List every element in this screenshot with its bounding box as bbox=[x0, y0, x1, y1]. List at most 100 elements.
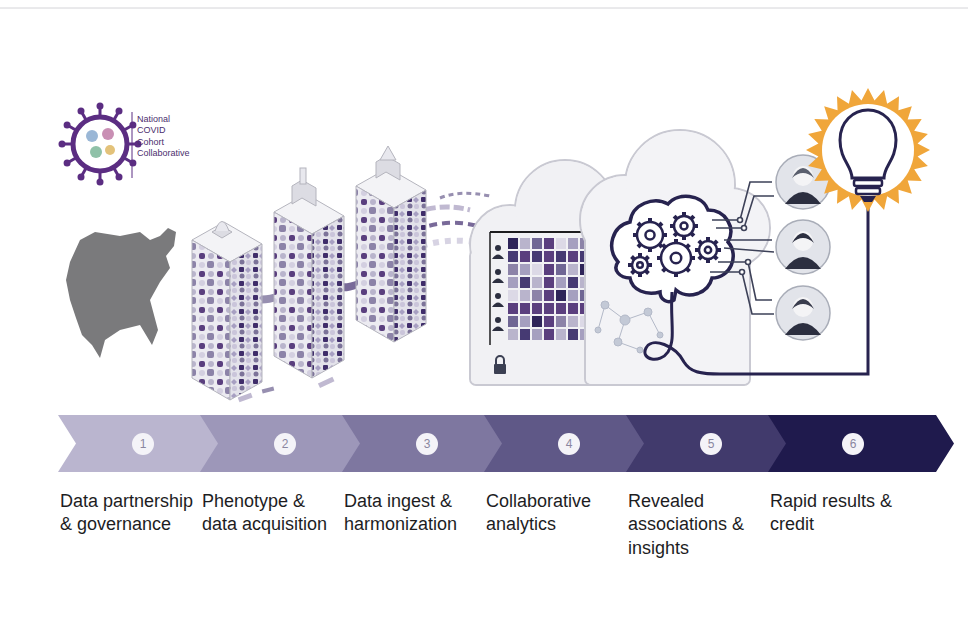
illustration-part bbox=[90, 146, 102, 158]
data-cell bbox=[544, 238, 554, 249]
illustration-part bbox=[691, 256, 695, 260]
illustration-part bbox=[691, 233, 694, 236]
illustration-part bbox=[646, 257, 649, 260]
illustration-part bbox=[793, 297, 813, 317]
illustration-part bbox=[394, 190, 426, 342]
step-number: 5 bbox=[700, 433, 722, 455]
gear bbox=[657, 239, 695, 277]
data-cell bbox=[520, 329, 530, 340]
data-cell bbox=[556, 264, 566, 275]
gear bbox=[633, 218, 667, 252]
illustration-part bbox=[860, 196, 876, 202]
illustration-part bbox=[86, 130, 98, 142]
illustration-part bbox=[78, 173, 85, 180]
data-cell bbox=[544, 303, 554, 314]
illustration-part bbox=[129, 160, 136, 167]
illustration-part bbox=[705, 247, 711, 253]
step-caption: Revealed associations & insights bbox=[628, 490, 762, 560]
brain-outline bbox=[612, 196, 733, 301]
illustration-part bbox=[740, 270, 745, 275]
illustration-part bbox=[792, 299, 814, 309]
data-cell bbox=[544, 251, 554, 262]
data-cell bbox=[508, 329, 518, 340]
illustration-part bbox=[97, 179, 104, 186]
illustration-part bbox=[742, 226, 747, 231]
data-cell bbox=[532, 238, 542, 249]
illustration-part bbox=[645, 200, 868, 374]
illustration-part bbox=[644, 308, 652, 316]
illustration-part bbox=[632, 257, 648, 273]
data-cell bbox=[544, 329, 554, 340]
data-cell bbox=[556, 277, 566, 288]
data-cell bbox=[520, 277, 530, 288]
illustration-part bbox=[262, 387, 275, 394]
illustration-part bbox=[581, 131, 769, 384]
step-number: 2 bbox=[274, 433, 296, 455]
illustration-part bbox=[440, 193, 490, 198]
illustration-part bbox=[496, 356, 504, 364]
virus-spike bbox=[78, 168, 87, 180]
illustration-part bbox=[694, 224, 698, 228]
data-cell bbox=[544, 316, 554, 327]
illustration-part bbox=[632, 271, 635, 274]
data-cell bbox=[532, 316, 542, 327]
step-number: 1 bbox=[132, 433, 154, 455]
illustration-part bbox=[712, 182, 772, 220]
illustration-part bbox=[674, 233, 677, 236]
illustration-part bbox=[638, 253, 642, 257]
data-cell bbox=[532, 329, 542, 340]
lightbulb bbox=[806, 88, 930, 212]
illustration-part bbox=[489, 232, 491, 345]
illustration-part bbox=[380, 146, 396, 160]
data-cell bbox=[568, 316, 578, 327]
illustration-part bbox=[681, 223, 688, 230]
step-caption: Data ingest & harmonization bbox=[344, 490, 478, 537]
illustration-part bbox=[746, 260, 751, 265]
illustration-part bbox=[620, 315, 630, 325]
illustration-part bbox=[714, 241, 717, 244]
chevron-fill bbox=[768, 415, 954, 472]
data-cell bbox=[508, 303, 518, 314]
patient-icon bbox=[492, 245, 504, 259]
illustration-part bbox=[648, 248, 652, 252]
virus-spike bbox=[64, 122, 76, 131]
illustration-part bbox=[73, 117, 127, 171]
illustration-part bbox=[718, 262, 772, 300]
patient-icon bbox=[492, 269, 504, 283]
illustration-part bbox=[710, 272, 774, 314]
illustration-part bbox=[674, 216, 677, 219]
illustration-part bbox=[102, 128, 114, 140]
illustration-part bbox=[687, 269, 690, 272]
data-cell bbox=[508, 290, 518, 301]
virus-spike bbox=[124, 122, 136, 131]
data-cell bbox=[556, 303, 566, 314]
illustration-part bbox=[318, 377, 335, 388]
data-cell bbox=[520, 238, 530, 249]
illustration-part bbox=[645, 230, 654, 239]
illustration-part bbox=[628, 212, 721, 277]
data-cell bbox=[532, 251, 542, 262]
data-cell bbox=[520, 264, 530, 275]
step-caption: Collaborative analytics bbox=[486, 490, 620, 537]
illustration-part bbox=[580, 130, 770, 385]
illustration-part bbox=[105, 145, 115, 155]
data-cell bbox=[532, 303, 542, 314]
researcher-icon bbox=[776, 220, 830, 274]
illustration-part bbox=[628, 263, 632, 267]
illustration-part bbox=[674, 239, 678, 243]
illustration-part bbox=[785, 192, 821, 204]
illustration-part bbox=[682, 236, 686, 240]
data-cell bbox=[520, 316, 530, 327]
patient-icon bbox=[492, 293, 504, 307]
illustration-part bbox=[633, 233, 637, 237]
illustration-part bbox=[495, 293, 501, 299]
illustration-part bbox=[793, 231, 813, 251]
top-rule bbox=[0, 8, 968, 9]
illustration-part bbox=[356, 186, 394, 342]
illustration-part bbox=[785, 323, 821, 335]
hospital-buildings bbox=[192, 146, 426, 400]
illustration-part bbox=[116, 173, 123, 180]
illustration-part bbox=[695, 248, 699, 252]
illustration-part bbox=[116, 108, 123, 115]
gear bbox=[695, 237, 721, 263]
